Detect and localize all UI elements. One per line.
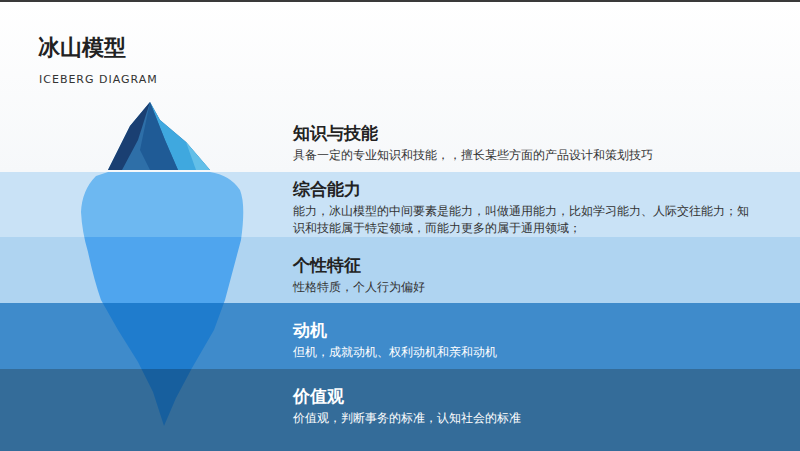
top-bar <box>0 0 800 2</box>
band-description: 价值观，判断事务的标准，认知社会的标准 <box>293 410 755 427</box>
iceberg-under <box>81 172 243 426</box>
band-heading: 个性特征 <box>293 254 790 276</box>
iceberg-band: 动机但机，成就动机、权利动机和亲和动机 <box>284 303 790 369</box>
band-heading: 综合能力 <box>293 178 790 200</box>
iceberg-band: 知识与技能具备一定的专业知识和技能，，擅长某些方面的产品设计和策划技巧 <box>284 118 790 172</box>
band-ground <box>0 369 800 451</box>
iceberg-band: 价值观价值观，判断事务的标准，认知社会的标准 <box>284 369 790 451</box>
iceberg-tip <box>108 102 210 170</box>
band-description: 具备一定的专业知识和技能，，擅长某些方面的产品设计和策划技巧 <box>293 147 755 164</box>
band-heading: 知识与技能 <box>293 122 790 144</box>
band-description: 能力，冰山模型的中间要素是能力，叫做通用能力，比如学习能力、人际交往能力；知 识… <box>293 203 755 237</box>
band-description: 性格特质，个人行为偏好 <box>293 279 755 296</box>
band-heading: 价值观 <box>293 385 790 407</box>
sky <box>0 0 800 172</box>
iceberg-band: 综合能力能力，冰山模型的中间要素是能力，叫做通用能力，比如学习能力、人际交往能力… <box>284 172 790 239</box>
iceberg-band: 个性特征性格特质，个人行为偏好 <box>284 237 790 303</box>
subtitle: ICEBERG DIAGRAM <box>39 73 158 87</box>
page-title: 冰山模型 <box>38 34 126 62</box>
band-heading: 动机 <box>293 319 790 341</box>
band-description: 但机，成就动机、权利动机和亲和动机 <box>293 344 755 361</box>
